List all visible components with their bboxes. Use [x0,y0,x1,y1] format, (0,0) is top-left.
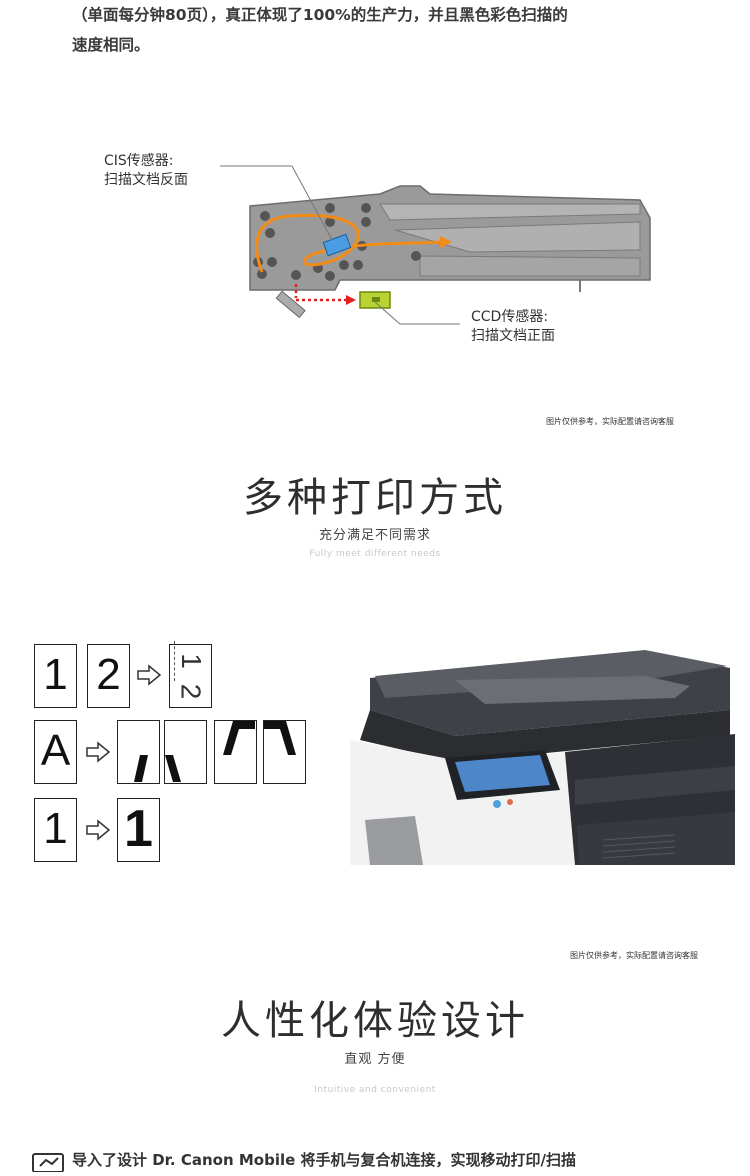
disclaimer-note-2: 图片仅供参考，实际配置请咨询客服 [570,951,698,960]
tile-letter-a: A [34,720,77,784]
mobile-connect-icon [32,1152,66,1176]
section-print-title: 多种打印方式 [243,475,507,521]
arrow-right-outline-icon [85,819,111,845]
mobile-connect-text: 导入了设计 Dr. Canon Mobile 将手机与复合机连接，实现移动打印/… [72,1151,576,1169]
tile-poster-part-3 [214,720,257,784]
intro-line-1: （单面每分钟80页），真正体现了100%的生产力，并且黑色彩色扫描的 [72,6,568,24]
tile-poster-part-2 [164,720,207,784]
tile-poster-part-4 [263,720,306,784]
section-print-subtitle-en: Fully meet different needs [309,549,441,559]
ccd-label: CCD传感器: 扫描文档正面 [471,308,555,346]
disclaimer-note-1: 图片仅供参考，实际配置请咨询客服 [546,417,674,426]
print-modes-diagram: 1 2 1 2 A 1 1 [0,640,340,870]
ccd-label-title: CCD传感器: [471,309,549,325]
ccd-label-desc: 扫描文档正面 [471,328,555,344]
scanner-illustration [220,165,651,325]
tile-original-1: 1 [34,798,77,862]
arrow-right-outline-icon [85,741,111,767]
cis-label: CIS传感器: 扫描文档反面 [104,152,188,190]
section-print-subtitle: 充分满足不同需求 [318,528,431,543]
section-ux-subtitle: 直观 方便 [344,1052,406,1067]
arrow-right-outline-icon [136,664,162,690]
intro-line-2: 速度相同。 [72,36,150,54]
tile-poster-part-1 [117,720,160,784]
tile-page-2: 2 [87,644,130,708]
tile-combined-bottom: 2 [175,683,207,700]
cis-label-title: CIS传感器: [104,153,174,169]
tile-enlarged-1: 1 [117,798,160,862]
intro-paragraph: （单面每分钟80页），真正体现了100%的生产力，并且黑色彩色扫描的 速度相同。 [72,0,712,60]
scanner-diagram: CIS传感器: 扫描文档反面 CCD传感器: 扫描文档正面 [0,140,750,370]
tile-page-1: 1 [34,644,77,708]
section-ux-title: 人性化体验设计 [221,998,529,1044]
cis-label-desc: 扫描文档反面 [104,172,188,188]
section-ux-subtitle-en: Intuitive and convenient [314,1085,436,1095]
tile-combined-2up: 1 2 [169,641,212,708]
copier-image [345,640,740,865]
